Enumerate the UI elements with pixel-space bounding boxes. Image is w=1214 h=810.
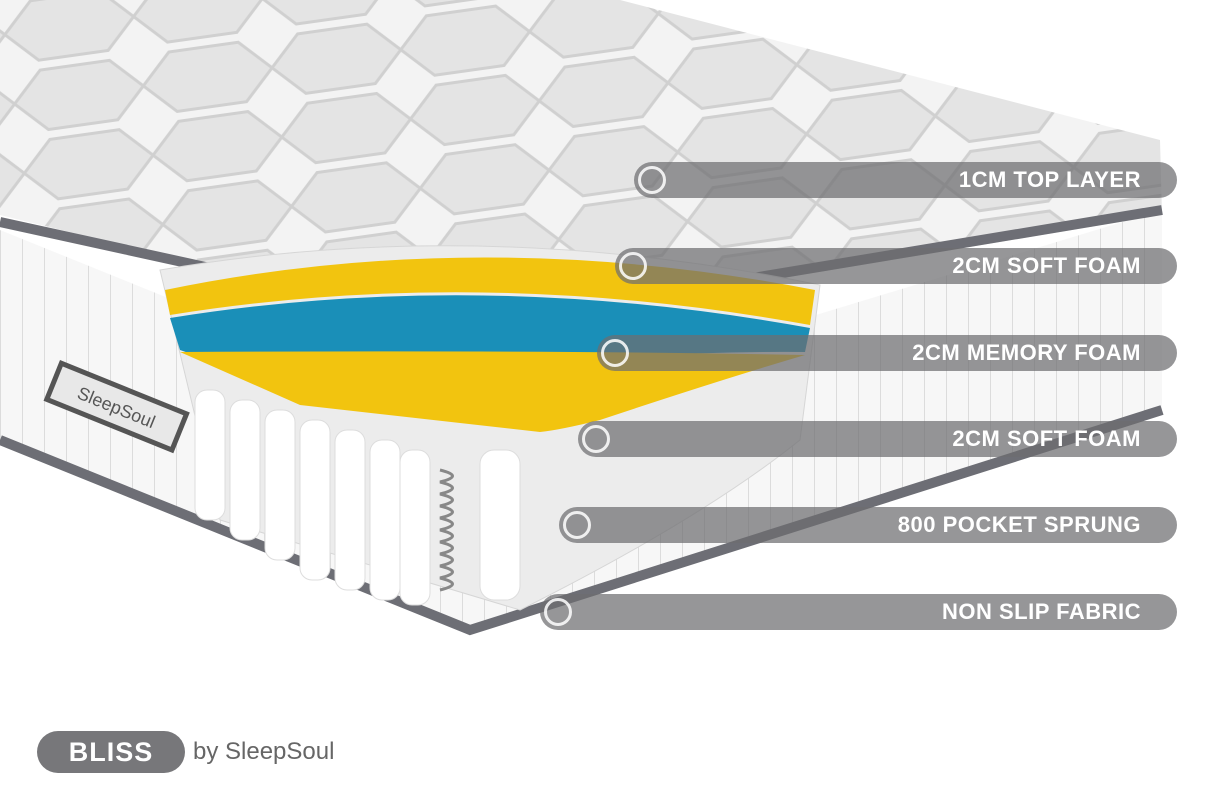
label-non-slip-fabric: NON SLIP FABRIC — [540, 594, 1177, 630]
label-memory-foam: 2CM MEMORY FOAM — [597, 335, 1177, 371]
label-soft-foam-upper: 2CM SOFT FOAM — [615, 248, 1177, 284]
soft-foam-layer-bottom — [180, 351, 805, 432]
pointer-circle-icon — [638, 166, 666, 194]
label-top-layer: 1CM TOP LAYER — [634, 162, 1177, 198]
pointer-circle-icon — [601, 339, 629, 367]
pointer-circle-icon — [582, 425, 610, 453]
product-name-badge: BLISS — [37, 731, 185, 773]
pointer-circle-icon — [619, 252, 647, 280]
pointer-circle-icon — [544, 598, 572, 626]
brand-byline: by SleepSoul — [193, 738, 335, 765]
label-soft-foam-lower: 2CM SOFT FOAM — [578, 421, 1177, 457]
pointer-circle-icon — [563, 511, 591, 539]
label-pocket-sprung: 800 POCKET SPRUNG — [559, 507, 1177, 543]
mattress-top-quilted — [0, 0, 1162, 330]
pocket-springs — [194, 389, 521, 606]
brand-logo: BLISS by SleepSoul — [37, 731, 334, 773]
mattress-bottom-border — [0, 405, 1164, 636]
